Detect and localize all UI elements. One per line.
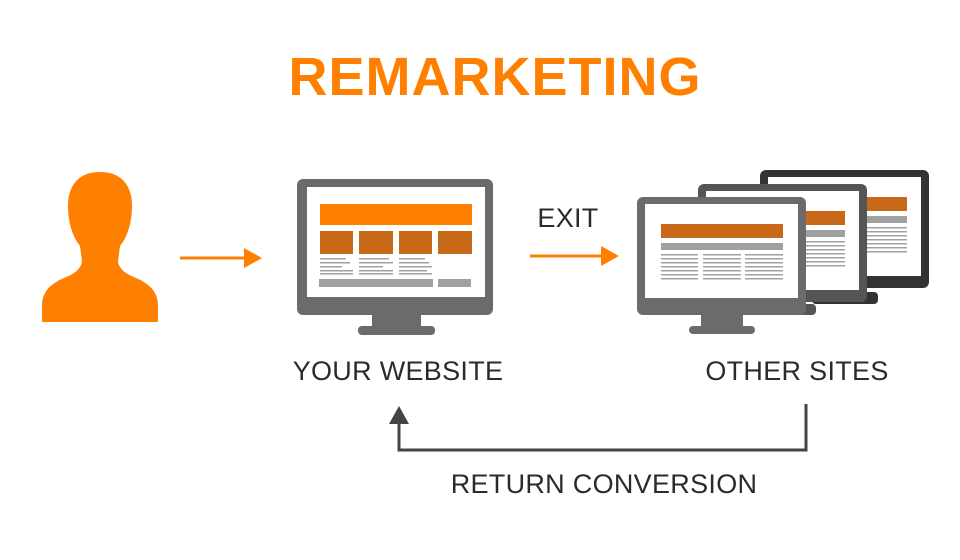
arrow-to-website-icon (180, 248, 262, 268)
other-sites-label: OTHER SITES (705, 356, 889, 386)
your-website-monitor-icon (297, 179, 493, 335)
return-conversion-arrow-icon (389, 404, 808, 452)
exit-label: EXIT (537, 203, 599, 233)
your-website-label: YOUR WEBSITE (292, 356, 504, 386)
return-conversion-label: RETURN CONVERSION (450, 469, 758, 499)
diagram-title: REMARKETING (288, 47, 702, 107)
exit-arrow-icon (530, 246, 619, 266)
user-person-icon (42, 172, 158, 322)
other-site-monitor-front-icon (637, 197, 806, 334)
